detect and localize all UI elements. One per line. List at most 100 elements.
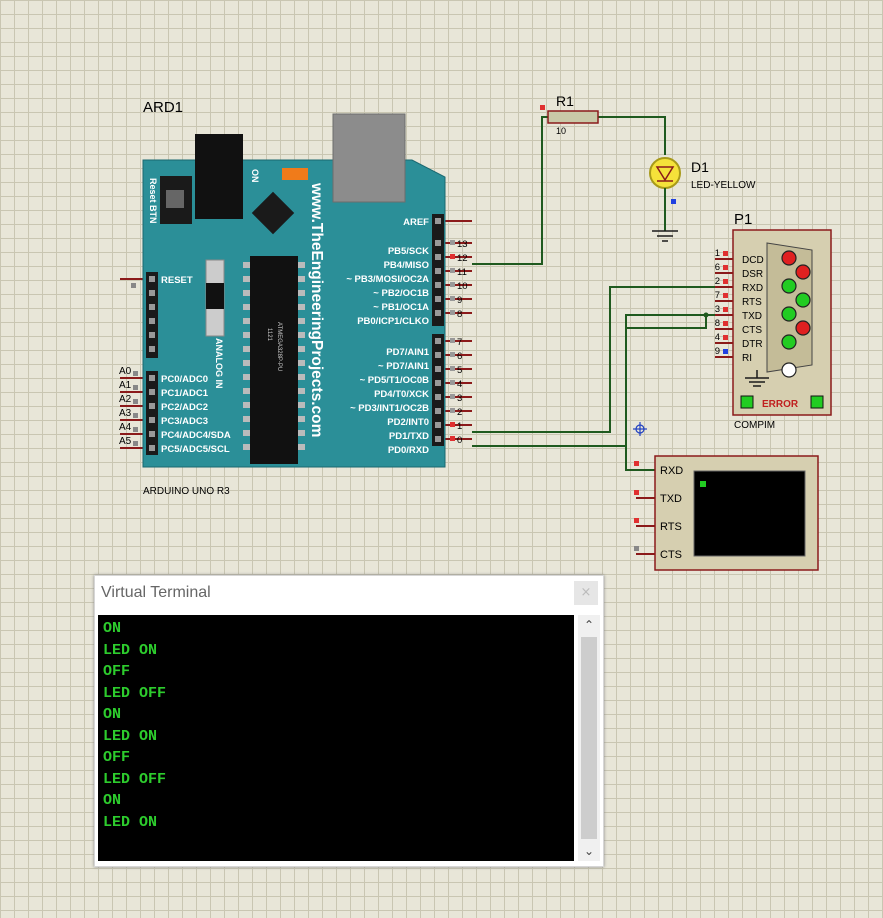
pin-num-a4: A4 xyxy=(119,422,132,433)
svg-text:RI: RI xyxy=(742,353,752,364)
compim-pin-nums: 1 6 2 7 3 8 4 9 xyxy=(715,248,720,357)
terminal-line: OFF xyxy=(103,749,131,766)
pin-num-3: 3 xyxy=(457,393,462,404)
scroll-up-icon[interactable]: ⌃ xyxy=(583,618,595,632)
led-dcd-icon xyxy=(781,250,797,266)
svg-text:DSR: DSR xyxy=(742,269,763,280)
wire-junction xyxy=(703,312,709,318)
led-txd-icon xyxy=(781,306,797,322)
compim-pin-stubs xyxy=(715,258,733,358)
ground-icon xyxy=(652,230,678,242)
pin-num-6: 6 xyxy=(457,351,462,362)
analog-pin-markers xyxy=(133,371,138,446)
digital-pin-labels-high: PB5/SCK PB4/MISO ~ PB3/MOSI/OC2A ~ PB2/O… xyxy=(346,246,429,327)
power-jack xyxy=(195,134,243,219)
arduino-left-stubs xyxy=(120,278,146,449)
svg-text:DTR: DTR xyxy=(742,339,763,350)
digital-pin-nums-low: 7 6 5 4 3 2 1 0 xyxy=(457,337,462,446)
pin-label-11: ~ PB3/MOSI/OC2A xyxy=(346,274,429,285)
svg-text:6: 6 xyxy=(715,262,720,273)
led-dsr-icon xyxy=(795,264,811,280)
compim-status-led-left xyxy=(740,395,754,409)
pin-num-12: 12 xyxy=(457,253,468,264)
digital-pin-markers xyxy=(450,240,455,441)
atmega-chip-legs xyxy=(243,262,305,450)
reset-header xyxy=(146,272,158,358)
pin-num-2: 2 xyxy=(457,407,462,418)
svg-text:4: 4 xyxy=(715,332,720,343)
svg-text:1: 1 xyxy=(715,248,720,259)
resistor-body[interactable] xyxy=(547,110,599,124)
analog-header xyxy=(146,371,158,455)
terminal-lines: ON LED ON OFF LED OFF ON LED ON OFF LED … xyxy=(98,615,574,833)
crosshair-cursor-icon xyxy=(633,422,647,436)
virtual-terminal-window[interactable]: Virtual Terminal × ON LED ON OFF LED OFF… xyxy=(94,575,604,867)
compim-status-leds xyxy=(781,250,811,378)
svg-text:TXD: TXD xyxy=(660,493,682,505)
pin-label-1: PD1/TXD xyxy=(389,431,429,442)
pin-label-0: PD0/RXD xyxy=(388,445,429,456)
pin-num-7: 7 xyxy=(457,337,462,348)
pin-num-a1: A1 xyxy=(119,380,132,391)
svg-text:9: 9 xyxy=(715,346,720,357)
pin-num-10: 10 xyxy=(457,281,468,292)
pin-num-a0: A0 xyxy=(119,366,132,377)
terminal-output[interactable]: ON LED ON OFF LED OFF ON LED ON OFF LED … xyxy=(98,615,574,861)
crystal-band xyxy=(206,283,224,309)
svg-text:CTS: CTS xyxy=(660,549,682,561)
pin-label-13: PB5/SCK xyxy=(388,246,429,257)
compim-error-label: ERROR xyxy=(762,399,799,410)
pin-num-a5: A5 xyxy=(119,436,132,447)
virtual-terminal-title: Virtual Terminal xyxy=(101,584,211,601)
pin-num-1: 1 xyxy=(457,421,462,432)
terminal-line: LED OFF xyxy=(103,684,167,702)
arduino-model: ARDUINO UNO R3 xyxy=(143,486,230,497)
led-cts-icon xyxy=(795,320,811,336)
svg-text:DCD: DCD xyxy=(742,255,764,266)
svg-text:CTS: CTS xyxy=(742,325,762,336)
compim-pin-labels: DCD DSR RXD RTS TXD CTS DTR RI xyxy=(742,255,764,364)
digital-pin-nums-high: 13 12 11 10 9 8 xyxy=(457,239,468,320)
svg-text:7: 7 xyxy=(715,290,720,301)
svg-text:TXD: TXD xyxy=(742,311,762,322)
power-led xyxy=(282,168,308,180)
pin-label-a0: PC0/ADC0 xyxy=(161,374,208,385)
terminal-line: LED OFF xyxy=(103,770,167,788)
svg-text:RXD: RXD xyxy=(742,283,763,294)
on-label: ON xyxy=(250,169,260,183)
pin-label-10: ~ PB2/OC1B xyxy=(373,288,429,299)
scroll-down-icon[interactable]: ⌄ xyxy=(583,844,595,858)
close-icon[interactable]: × xyxy=(574,581,598,605)
terminal-line: OFF xyxy=(103,663,131,680)
chip-name: ATMEGA328P-PU xyxy=(276,322,282,371)
vertical-scrollbar[interactable]: ⌃ ⌄ xyxy=(578,615,600,861)
led-pin-marker xyxy=(671,199,676,204)
scrollbar-thumb[interactable] xyxy=(581,637,597,839)
pin-label-9: ~ PB1/OC1A xyxy=(373,302,429,313)
terminal-line: LED ON xyxy=(103,727,158,745)
led-body[interactable] xyxy=(649,157,681,189)
pin-num-a2: A2 xyxy=(119,394,132,405)
terminal-line: ON xyxy=(103,706,122,723)
compim-ground-icon xyxy=(745,370,769,387)
terminal-line: LED ON xyxy=(103,813,158,831)
chip-code: 1121 xyxy=(266,328,272,342)
led-rts-icon xyxy=(795,292,811,308)
svg-text:RXD: RXD xyxy=(660,465,683,477)
pin-num-8: 8 xyxy=(457,309,462,320)
left-header-holes xyxy=(149,276,155,451)
pin-num-11: 11 xyxy=(457,267,467,278)
pin-label-8: PB0/ICP1/CLKO xyxy=(357,316,429,327)
digital-header-low xyxy=(432,334,444,446)
compim-model: COMPIM xyxy=(734,420,775,431)
digital-pin-labels-low: PD7/AIN1 ~ PD7/AIN1 ~ PD5/T1/OC0B PD4/T0… xyxy=(350,347,430,456)
svg-text:RTS: RTS xyxy=(660,521,682,533)
atmega-chip xyxy=(250,256,298,464)
pin-num-4: 4 xyxy=(457,379,462,390)
terminal-device-screen xyxy=(693,470,806,557)
pin-label-a3: PC3/ADC3 xyxy=(161,416,208,427)
analog-in-label: ANALOG IN xyxy=(214,338,224,389)
pin-label-a5: PC5/ADC5/SCL xyxy=(161,444,230,455)
compim-status-led-right xyxy=(810,395,824,409)
